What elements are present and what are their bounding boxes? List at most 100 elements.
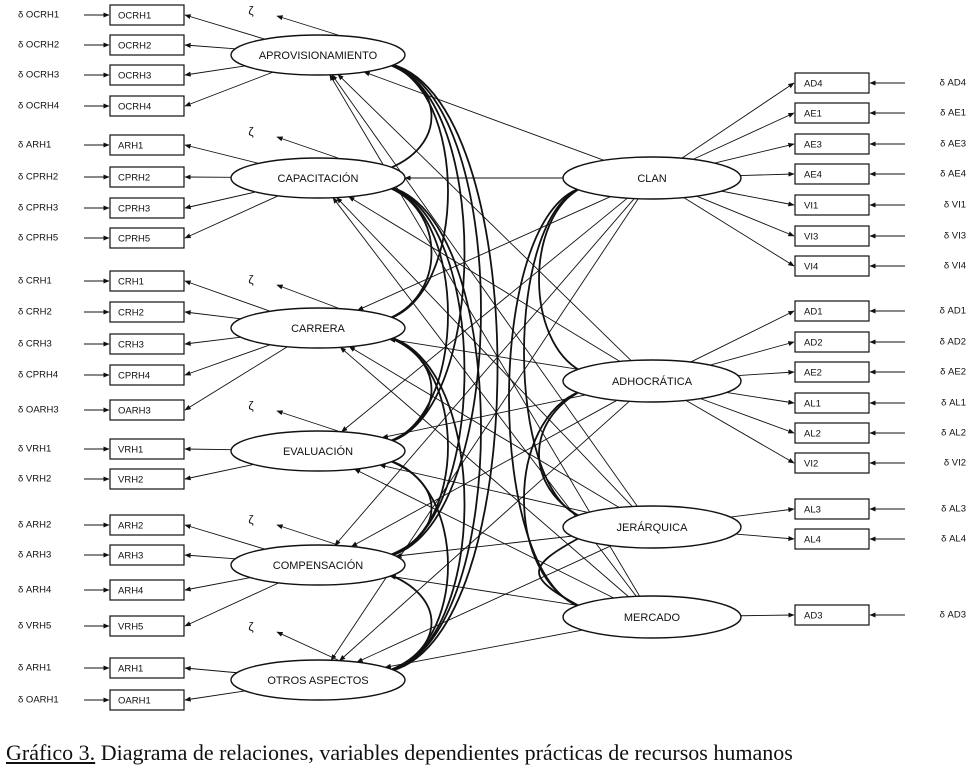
indicator-label-left: OCRH2 <box>118 41 151 52</box>
loading-arrow-left <box>184 346 288 411</box>
indicator-label-right: AL1 <box>804 399 821 410</box>
indicator-label-left: VRH2 <box>118 475 143 486</box>
indicator-box-left <box>109 95 185 117</box>
indicator-box-right <box>794 102 870 124</box>
indicator-label-left: CPRH2 <box>118 173 150 184</box>
indicator-box-left <box>109 399 185 421</box>
indicator-box-left <box>109 34 185 56</box>
latent-ellipse-hr <box>230 34 406 76</box>
indicator-label-right: VI4 <box>804 262 818 273</box>
loading-arrow-left <box>184 666 237 674</box>
indicator-label-right: AE4 <box>804 170 822 181</box>
loading-arrow-right <box>685 400 795 464</box>
indicator-box-right <box>794 452 870 474</box>
error-term-left: δ CRH3 <box>18 339 52 350</box>
path-adho-capac <box>348 196 621 362</box>
covariance-clan-jera <box>523 187 582 518</box>
latent-label-hr: CAPACITACIÓN <box>278 172 359 185</box>
indicator-box-right <box>794 422 870 444</box>
indicator-label-left: CRH2 <box>118 308 144 319</box>
error-term-left: δ ARH4 <box>18 585 51 596</box>
loading-arrow-left <box>184 280 271 312</box>
error-term-left: δ ARH2 <box>18 520 51 531</box>
indicator-label-left: OARH1 <box>118 696 151 707</box>
loading-arrow-left <box>184 195 279 239</box>
indicator-box-left <box>109 166 185 188</box>
zeta-disturbance: ζ <box>248 513 254 527</box>
disturbance-arrow <box>276 284 339 309</box>
error-term-right: δ AL4 <box>941 534 966 545</box>
error-term-left: δ CPRH5 <box>18 233 58 244</box>
indicator-label-right: AD2 <box>804 338 822 349</box>
indicator-box-left <box>109 544 185 566</box>
covariance-comp-otros <box>384 572 433 673</box>
indicator-box-right <box>794 255 870 277</box>
error-term-left: δ VRH5 <box>18 621 51 632</box>
indicator-label-right: AL2 <box>804 429 821 440</box>
indicator-box-right <box>794 392 870 414</box>
disturbance-arrow <box>276 410 339 432</box>
covariance-capac-carr <box>384 185 433 321</box>
zeta-disturbance: ζ <box>248 399 254 413</box>
error-term-right: δ VI2 <box>944 458 966 469</box>
loading-arrow-left <box>184 143 259 164</box>
covariance-capac-eval <box>384 185 449 444</box>
latent-label-hr: COMPENSACIÓN <box>273 559 364 572</box>
indicator-box-left <box>109 197 185 219</box>
zeta-disturbance: ζ <box>248 125 254 139</box>
loading-arrow-left <box>184 71 274 107</box>
loading-arrow-right <box>740 171 795 177</box>
indicator-label-right: AD3 <box>804 611 822 622</box>
indicator-box-left <box>109 134 185 156</box>
latent-label-hr: OTROS ASPECTOS <box>267 675 368 687</box>
path-clan-otros <box>330 198 639 661</box>
covariance-carr-eval <box>384 335 433 444</box>
latent-label-culture: CLAN <box>637 173 666 185</box>
covariance-aprov-comp <box>384 62 482 558</box>
loading-arrow-left <box>184 336 241 346</box>
indicator-box-left <box>109 689 185 711</box>
indicator-label-left: ARH3 <box>118 551 143 562</box>
indicator-box-right <box>794 225 870 247</box>
loading-arrow-left <box>184 310 241 320</box>
path-merc-aprov <box>329 74 641 597</box>
loading-arrow-left <box>184 344 271 376</box>
indicator-box-left <box>109 64 185 86</box>
indicator-label-left: VRH1 <box>118 445 143 456</box>
error-term-right: δ AL1 <box>941 398 966 409</box>
path-jera-capac <box>336 197 633 507</box>
indicator-label-left: OCRH1 <box>118 11 151 22</box>
indicator-label-left: CRH1 <box>118 277 144 288</box>
indicator-label-right: AD4 <box>804 79 822 90</box>
error-term-left: δ VRH2 <box>18 474 51 485</box>
error-term-right: δ AE4 <box>940 169 966 180</box>
path-adho-otros <box>339 400 630 662</box>
indicator-box-right <box>794 163 870 185</box>
indicator-box-right <box>794 604 870 626</box>
error-term-right: δ AE1 <box>940 108 966 119</box>
loading-arrow-left <box>184 690 246 702</box>
covariance-clan-adho <box>538 187 582 372</box>
path-adho-aprov <box>337 74 632 361</box>
indicator-label-right: VI3 <box>804 232 818 243</box>
latent-ellipse-hr <box>230 307 406 349</box>
error-term-left: δ CPRH2 <box>18 172 58 183</box>
latent-ellipse-culture <box>562 359 742 403</box>
error-term-right: δ VI4 <box>944 261 966 272</box>
indicator-box-left <box>109 301 185 323</box>
latent-label-culture: MERCADO <box>624 612 681 624</box>
loading-arrow-left <box>184 42 236 50</box>
caption-label: Gráfico 3. <box>6 740 96 765</box>
path-jera-comp <box>395 535 572 558</box>
error-term-left: δ VRH1 <box>18 444 51 455</box>
path-jera-aprov <box>331 74 638 507</box>
indicator-box-left <box>109 468 185 490</box>
error-term-left: δ CRH2 <box>18 307 52 318</box>
figure-caption: Gráfico 3. Diagrama de relaciones, varia… <box>6 740 793 766</box>
latent-ellipse-culture <box>562 505 742 549</box>
covariance-adho-merc <box>523 390 582 608</box>
zeta-disturbance: ζ <box>248 620 254 634</box>
indicator-box-right <box>794 300 870 322</box>
path-jera-eval <box>379 463 589 513</box>
indicator-box-left <box>109 227 185 249</box>
